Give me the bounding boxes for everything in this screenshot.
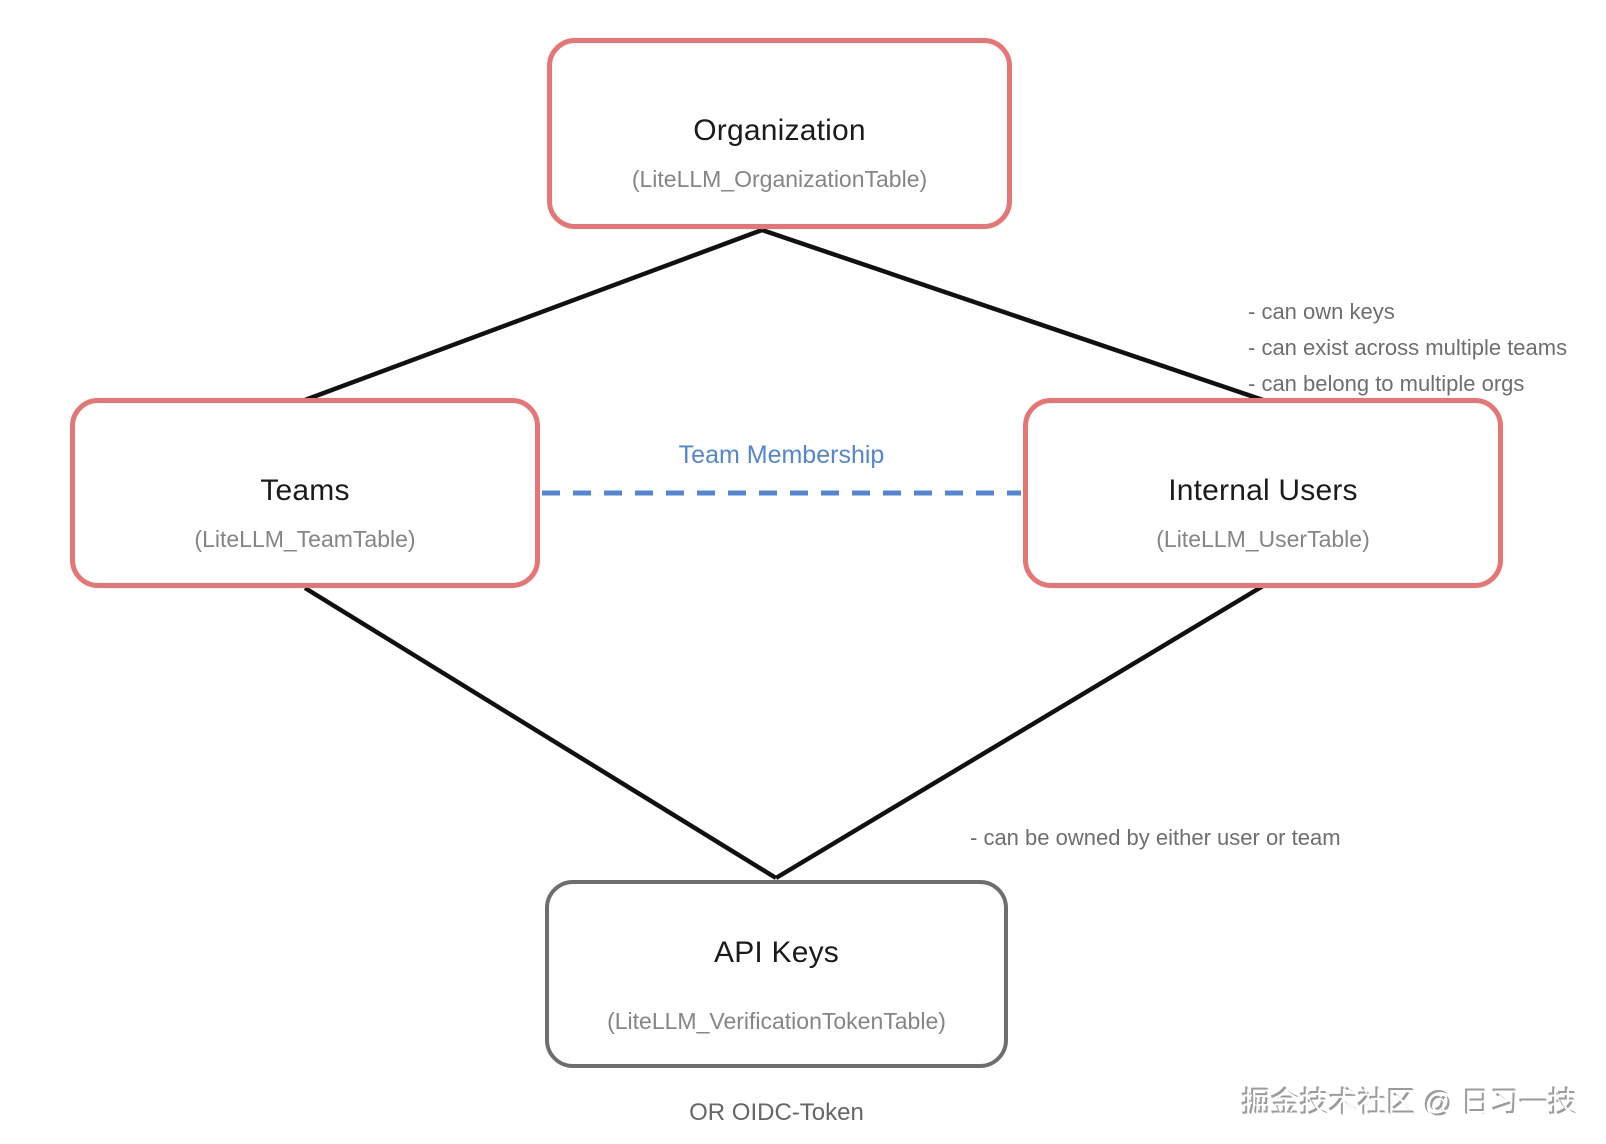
organization-title: Organization [693, 114, 866, 147]
api-keys-node: API Keys (LiteLLM_VerificationTokenTable… [545, 880, 1008, 1068]
internal-users-title: Internal Users [1168, 473, 1358, 507]
organization-node: Organization (LiteLLM_OrganizationTable) [547, 38, 1012, 229]
organization-subtitle: (LiteLLM_OrganizationTable) [631, 166, 928, 192]
note-line: - can exist across multiple teams [1248, 335, 1568, 360]
internal-users-subtitle: (LiteLLM_UserTable) [1156, 525, 1370, 552]
oidc-token-caption: OR OIDC-Token [689, 1099, 864, 1126]
edge-internal-users-api-keys [774, 584, 1265, 880]
watermark-text: 掘金技术社区 @ 日习一技 [1242, 1088, 1578, 1120]
api-keys-note: - can be owned by either user or team [970, 825, 1341, 850]
note-line: - can own keys [1248, 299, 1395, 324]
teams-node: Teams (LiteLLM_TeamTable) [70, 398, 540, 588]
edge-organization-teams [304, 227, 763, 403]
teams-title: Teams [260, 473, 350, 507]
note-line: - can belong to multiple orgs [1248, 371, 1525, 396]
edge-teams-api-keys [303, 586, 778, 880]
api-keys-title: API Keys [714, 935, 839, 969]
team-membership-label: Team Membership [678, 441, 885, 469]
teams-subtitle: (LiteLLM_TeamTable) [194, 525, 416, 552]
api-keys-subtitle: (LiteLLM_VerificationTokenTable) [607, 1007, 946, 1034]
internal-users-node: Internal Users (LiteLLM_UserTable) [1023, 398, 1503, 588]
edge-organization-internal-users [761, 227, 1264, 403]
internal-users-notes: - can own keys - can exist across multip… [1248, 294, 1567, 402]
